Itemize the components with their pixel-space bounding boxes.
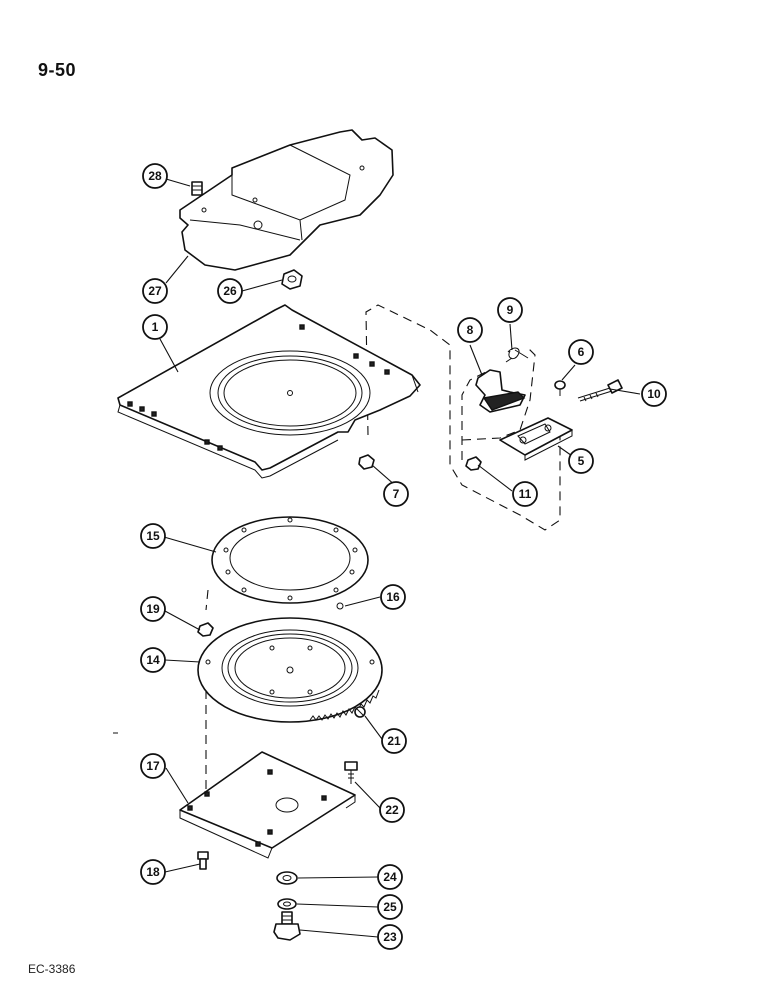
part-stud-23	[273, 911, 301, 941]
svg-text:15: 15	[146, 529, 160, 543]
svg-text:28: 28	[148, 169, 162, 183]
part-latch-lever	[475, 369, 526, 413]
svg-text:10: 10	[647, 387, 661, 401]
part-swivel-plate	[197, 617, 383, 723]
callout-8: 8	[457, 317, 483, 343]
callout-9: 9	[497, 297, 523, 323]
callout-26: 26	[217, 278, 243, 304]
svg-text:6: 6	[578, 345, 585, 359]
callout-18: 18	[140, 859, 166, 885]
callout-6: 6	[568, 339, 594, 365]
part-nut-26	[281, 269, 303, 290]
callout-1: 1	[142, 314, 168, 340]
part-washer-24	[276, 871, 298, 885]
callout-22: 22	[379, 797, 405, 823]
callout-27: 27	[142, 278, 168, 304]
svg-text:23: 23	[383, 930, 397, 944]
callout-17: 17	[140, 753, 166, 779]
svg-text:14: 14	[146, 653, 160, 667]
part-cover	[179, 129, 394, 271]
callout-7: 7	[383, 481, 409, 507]
svg-text:9: 9	[507, 303, 514, 317]
svg-text:8: 8	[467, 323, 474, 337]
svg-text:18: 18	[146, 865, 160, 879]
svg-text:7: 7	[393, 487, 400, 501]
part-spring	[505, 347, 529, 363]
assembly-dashed-lines	[205, 304, 561, 800]
part-ring	[211, 516, 369, 604]
callout-10: 10	[641, 381, 667, 407]
svg-text:19: 19	[146, 602, 160, 616]
part-nut-11	[465, 456, 482, 471]
svg-text:21: 21	[387, 734, 401, 748]
svg-text:24: 24	[383, 870, 397, 884]
svg-text:25: 25	[383, 900, 397, 914]
callout-19: 19	[140, 596, 166, 622]
callout-25: 25	[377, 894, 403, 920]
svg-text:22: 22	[385, 803, 399, 817]
callout-16: 16	[380, 584, 406, 610]
svg-text:5: 5	[578, 454, 585, 468]
callout-21: 21	[381, 728, 407, 754]
part-nut-7	[358, 454, 375, 470]
callout-28: 28	[142, 163, 168, 189]
svg-text:11: 11	[519, 487, 532, 501]
callout-11: 11	[512, 481, 538, 507]
part-bolt-10	[577, 379, 623, 402]
svg-text:26: 26	[223, 284, 237, 298]
part-nut-19	[197, 622, 214, 637]
leader-lines	[159, 178, 641, 938]
callout-15: 15	[140, 523, 166, 549]
part-ball	[336, 602, 344, 610]
part-base-plate	[179, 751, 356, 859]
callout-14: 14	[140, 647, 166, 673]
svg-text:1: 1	[152, 320, 159, 334]
part-screw-28	[191, 181, 203, 196]
part-bolt-18	[197, 851, 209, 870]
part-pinion-21	[354, 706, 366, 718]
part-washer-25	[277, 898, 297, 910]
callout-24: 24	[377, 864, 403, 890]
svg-text:16: 16	[386, 590, 400, 604]
part-bolt-6	[554, 380, 566, 396]
svg-text:17: 17	[146, 759, 160, 773]
part-mounting-plate	[117, 304, 421, 479]
svg-text:27: 27	[148, 284, 162, 298]
part-bolt-22	[344, 761, 358, 784]
page-number: 9-50	[38, 60, 77, 80]
callout-23: 23	[377, 924, 403, 950]
part-bracket	[499, 417, 573, 461]
callout-5: 5	[568, 448, 594, 474]
figure-code: EC-3386	[28, 962, 76, 976]
